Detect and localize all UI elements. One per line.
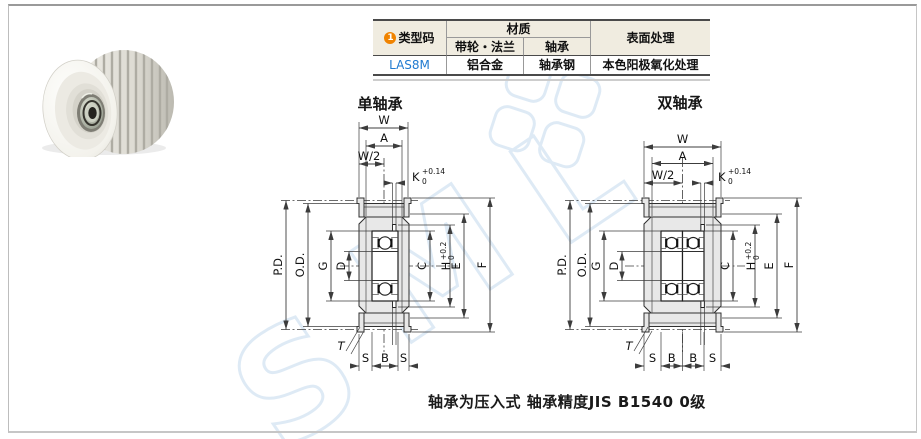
dim-OD: O.D. bbox=[575, 253, 589, 278]
dim-S: S bbox=[362, 351, 369, 365]
dim-PD: P.D. bbox=[271, 254, 285, 275]
dim-D: D bbox=[334, 261, 348, 270]
dim-K-tol-plus: +0.14 bbox=[728, 167, 751, 176]
type-code-link[interactable]: LAS8M bbox=[373, 55, 447, 74]
product-photo-timing-pulley bbox=[42, 50, 174, 157]
bearing-ball bbox=[687, 282, 700, 296]
bearing-note: 轴承为压入式 轴承精度JIS B1540 0级 bbox=[428, 393, 706, 411]
dim-G: G bbox=[316, 262, 330, 271]
snap-ring bbox=[700, 224, 705, 232]
bearing-ball bbox=[665, 282, 678, 296]
type-code-header: 1 类型码 bbox=[373, 21, 447, 55]
dim-H-tol-plus: +0.2 bbox=[439, 242, 448, 260]
material-header: 材质 bbox=[447, 21, 591, 38]
flange-tab bbox=[641, 197, 650, 218]
dim-E: E bbox=[449, 262, 463, 269]
dim-A: A bbox=[679, 149, 687, 163]
double-bearing-drawing: W A W/2 K +0.14 0 P.D. O.D. G D C H +0.2 bbox=[555, 132, 802, 371]
flange-tab bbox=[715, 312, 724, 333]
dim-C: C bbox=[415, 262, 429, 270]
flange-tab bbox=[715, 197, 724, 218]
dim-H: H bbox=[744, 262, 758, 271]
flange-tab bbox=[403, 312, 412, 333]
dim-T: T bbox=[625, 339, 633, 353]
snap-ring bbox=[700, 300, 705, 308]
dim-B: B bbox=[668, 351, 676, 365]
dim-S: S bbox=[400, 351, 407, 365]
dim-G: G bbox=[589, 262, 603, 271]
dim-F: F bbox=[782, 262, 796, 269]
pulley-flange-header: 带轮・法兰 bbox=[447, 38, 524, 55]
dim-S: S bbox=[709, 351, 716, 365]
extension-lines bbox=[303, 122, 495, 371]
bearing-section bbox=[660, 224, 705, 308]
dim-K-tol-zero: 0 bbox=[422, 177, 427, 186]
snap-ring bbox=[392, 224, 397, 232]
spec-table: 1 类型码 材质 带轮・法兰 轴承 表面处理 LAS8M 铝合金 轴承钢 本色阳… bbox=[373, 19, 710, 76]
single-bearing-drawing: W A W/2 K +0.14 0 P.D. O.D. G D C H +0.2 bbox=[271, 113, 495, 371]
dimensions: W A W/2 K +0.14 0 P.D. O.D. G D C H +0.2 bbox=[271, 113, 493, 369]
double-bearing-title: 双轴承 bbox=[657, 94, 703, 112]
dim-OD: O.D. bbox=[293, 253, 307, 278]
bearing-header: 轴承 bbox=[524, 38, 591, 55]
dim-K-tol-plus: +0.14 bbox=[422, 167, 445, 176]
single-bearing-title: 单轴承 bbox=[357, 95, 403, 113]
surface-treatment-value: 本色阳极氧化处理 bbox=[591, 55, 710, 74]
dim-D: D bbox=[607, 261, 621, 270]
bearing-ball bbox=[378, 236, 392, 250]
dim-C: C bbox=[718, 262, 732, 270]
surface-treatment-header: 表面处理 bbox=[591, 21, 710, 55]
pulley-flange-material: 铝合金 bbox=[447, 55, 524, 74]
bearing-ball bbox=[687, 236, 700, 250]
bearing-face bbox=[77, 92, 105, 132]
dim-A: A bbox=[380, 131, 388, 145]
snap-ring bbox=[392, 300, 397, 308]
bearing-ball bbox=[378, 282, 392, 296]
dim-W2: W/2 bbox=[358, 149, 381, 163]
dim-H-tol-zero: 0 bbox=[447, 255, 456, 260]
flange-tab bbox=[641, 312, 650, 333]
number-1-badge-icon: 1 bbox=[384, 32, 397, 44]
extension-lines bbox=[585, 141, 802, 371]
dim-W: W bbox=[677, 132, 688, 146]
dim-K: K bbox=[718, 170, 726, 184]
flange-tab bbox=[403, 197, 412, 218]
flange-tab bbox=[356, 312, 365, 333]
flange-tab bbox=[356, 197, 365, 218]
type-code-header-label: 类型码 bbox=[398, 31, 435, 45]
dim-H-tol-plus: +0.2 bbox=[744, 242, 753, 260]
dim-K: K bbox=[412, 170, 420, 184]
dim-K-tol-zero: 0 bbox=[728, 177, 733, 186]
dim-PD: P.D. bbox=[555, 254, 569, 275]
bearing-material: 轴承钢 bbox=[524, 55, 591, 74]
dim-W: W bbox=[378, 113, 389, 127]
dim-W2: W/2 bbox=[652, 168, 675, 182]
dim-F: F bbox=[475, 262, 489, 269]
dim-S: S bbox=[649, 351, 656, 365]
dim-E: E bbox=[762, 262, 776, 269]
dim-H: H bbox=[439, 262, 453, 271]
dim-B: B bbox=[689, 351, 697, 365]
dimensions: W A W/2 K +0.14 0 P.D. O.D. G D C H +0.2 bbox=[555, 132, 800, 369]
table-shadow-line bbox=[373, 79, 710, 81]
bearing-ball bbox=[665, 236, 678, 250]
dim-B: B bbox=[381, 351, 389, 365]
dim-H-tol-zero: 0 bbox=[752, 255, 761, 260]
dim-T: T bbox=[337, 339, 345, 353]
bearing-section bbox=[371, 224, 399, 308]
